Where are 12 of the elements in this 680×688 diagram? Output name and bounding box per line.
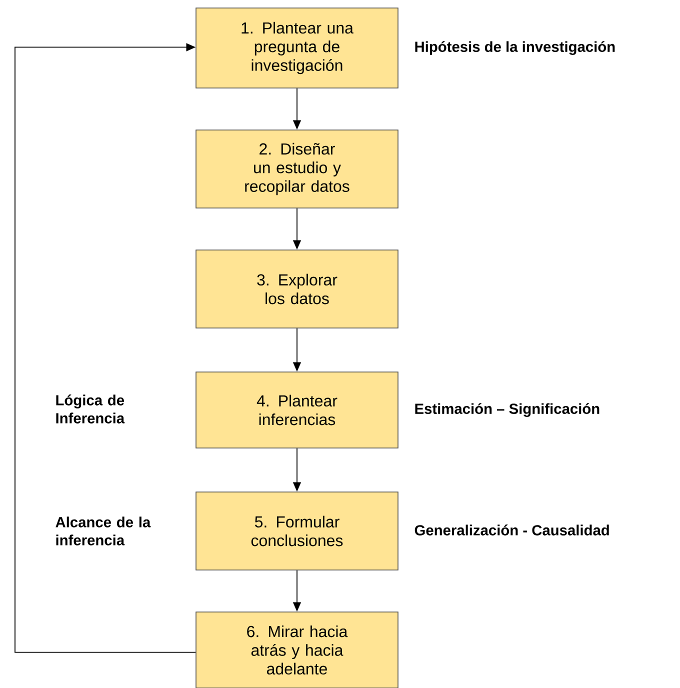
process-box: 4. Plantear inferencias [196,372,398,448]
process-box: 1. Plantear una pregunta de investigación [196,8,398,88]
side-label: Generalización - Causalidad [414,524,609,536]
side-label: Hipótesis de la investigación [415,41,615,55]
side-label: Alcance de la inferencia [56,516,151,546]
side-label: Estimación – Significación [415,403,600,417]
process-box: 2. Diseñar un estudio y recopilar datos [196,130,398,208]
process-box: 6. Mirar hacia atrás y hacia adelante [196,612,398,688]
side-label: Lógica de Inferencia [56,394,125,424]
process-box: 5. Formular conclusiones [196,492,398,570]
arrow [14,43,196,653]
process-box: 3. Explorar los datos [196,250,398,328]
